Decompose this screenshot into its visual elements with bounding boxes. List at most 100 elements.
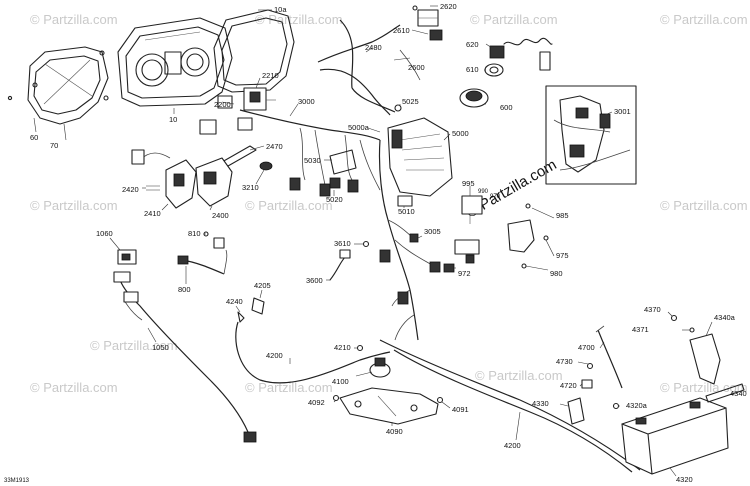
cable-800[interactable] — [177, 249, 228, 275]
connector-972[interactable] — [443, 263, 455, 273]
leader-lines — [33, 5, 729, 477]
connector-1060[interactable] — [117, 249, 137, 265]
relay-2610[interactable] — [412, 5, 443, 41]
sensor-995-990-970[interactable] — [454, 195, 483, 264]
nut-610[interactable] — [484, 63, 504, 77]
bolt-4092[interactable] — [332, 394, 340, 402]
part-labels: 10a 10 60 70 2620 2610 2600 2480 620 610… — [4, 2, 747, 484]
part-label: 5010 — [398, 207, 415, 216]
connector-5020[interactable] — [329, 177, 341, 189]
part-label: 2610 — [393, 26, 410, 35]
cable-4200-lower[interactable] — [379, 339, 641, 473]
part-label: 3001 — [614, 107, 631, 116]
part-label: 4091 — [452, 405, 469, 414]
part-label: 2200 — [214, 100, 231, 109]
battery-4320[interactable] — [621, 397, 729, 475]
part-label: 3005 — [424, 227, 441, 236]
part-label: 4720 — [560, 381, 577, 390]
part-label: 990 — [478, 189, 489, 195]
connector-5010[interactable] — [397, 195, 413, 207]
connector-4210[interactable] — [356, 344, 364, 352]
connector-2210[interactable] — [243, 87, 276, 111]
connector-2200[interactable] — [199, 95, 253, 135]
coil-cord-620[interactable] — [489, 37, 553, 71]
rod-2470[interactable] — [221, 145, 257, 167]
bolt-4320a[interactable] — [612, 402, 620, 410]
bracket-5030[interactable] — [329, 149, 357, 175]
part-label: 60 — [30, 133, 38, 142]
part-label: 3000 — [298, 97, 315, 106]
part-label: 4205 — [254, 281, 271, 290]
wire-2600[interactable] — [339, 19, 421, 113]
switch-block-2410[interactable] — [165, 159, 197, 209]
connector-3210[interactable] — [259, 161, 273, 171]
plate-4090[interactable] — [339, 387, 439, 425]
watermark: © Partzilla.com — [475, 368, 563, 383]
part-label: 5025 — [402, 97, 419, 106]
cable-4700[interactable] — [595, 325, 623, 389]
inset-box-3001 — [545, 85, 637, 185]
bolt-4370[interactable] — [670, 314, 678, 322]
part-label: 2470 — [266, 142, 283, 151]
sensor-3600[interactable] — [329, 249, 351, 281]
part-label: 4320a — [626, 401, 648, 410]
part-label: 975 — [556, 251, 569, 260]
part-label: 3600 — [306, 276, 323, 285]
part-label: 2420 — [122, 185, 139, 194]
watermark: © Partzilla.com — [245, 198, 333, 213]
connector-3005[interactable] — [409, 233, 419, 243]
bracket-975[interactable] — [507, 203, 549, 269]
nut-4730[interactable] — [586, 362, 594, 370]
watermark: © Partzilla.com — [255, 12, 343, 27]
watermark: © Partzilla.com — [30, 198, 118, 213]
part-label: 2400 — [212, 211, 229, 220]
part-label: 610 — [466, 65, 479, 74]
relay-4100[interactable] — [369, 357, 391, 378]
part-label: 2620 — [440, 2, 457, 11]
part-label: 3610 — [334, 239, 351, 248]
part-label: 810 — [188, 229, 201, 238]
bolt-4371[interactable] — [689, 327, 695, 333]
part-label: 4100 — [332, 377, 349, 386]
connector-3610[interactable] — [362, 240, 370, 248]
part-label: 4371 — [632, 325, 649, 334]
terminal-4205[interactable] — [251, 297, 265, 315]
watermark: © Partzilla.com — [30, 380, 118, 395]
instrument-cluster-10[interactable] — [117, 17, 233, 107]
terminal-4720[interactable] — [581, 379, 593, 389]
switch-block-2400[interactable] — [131, 149, 233, 207]
cable-4200-upper[interactable] — [235, 321, 391, 384]
wire-2480[interactable] — [317, 24, 401, 116]
cable-1050[interactable] — [113, 271, 257, 443]
ecu-module-5000[interactable] — [387, 117, 453, 197]
part-label: 5030 — [304, 156, 321, 165]
hold-down-4340[interactable] — [689, 333, 745, 403]
cluster-lens-10a[interactable] — [213, 9, 295, 93]
sensor-810[interactable] — [203, 231, 225, 249]
main-harness-3000[interactable] — [239, 109, 441, 341]
watermark: © Partzilla.com — [245, 380, 333, 395]
part-label: 4700 — [578, 343, 595, 352]
watermark: © Partzilla.com — [660, 198, 748, 213]
cluster-bracket-60[interactable] — [7, 46, 109, 125]
part-label: 2480 — [365, 43, 382, 52]
watermark: © Partzilla.com — [660, 380, 748, 395]
part-label: 3210 — [242, 183, 259, 192]
part-label: 1050 — [152, 343, 169, 352]
part-label: 4210 — [334, 343, 351, 352]
switch-600[interactable] — [459, 88, 489, 108]
part-label: 4240 — [226, 297, 243, 306]
part-label: 985 — [556, 211, 569, 220]
connector-5025[interactable] — [394, 104, 402, 112]
part-label: 995 — [462, 179, 475, 188]
part-label: 600 — [500, 103, 513, 112]
bolt-4091[interactable] — [436, 396, 444, 404]
terminal-4240[interactable] — [237, 311, 245, 323]
cover-4330[interactable] — [567, 397, 585, 425]
part-label: 5000 — [452, 129, 469, 138]
watermark: © Partzilla.com — [470, 12, 558, 27]
part-label: 1060 — [96, 229, 113, 238]
bolt-2420[interactable] — [146, 185, 160, 191]
part-label: 4340a — [714, 313, 736, 322]
